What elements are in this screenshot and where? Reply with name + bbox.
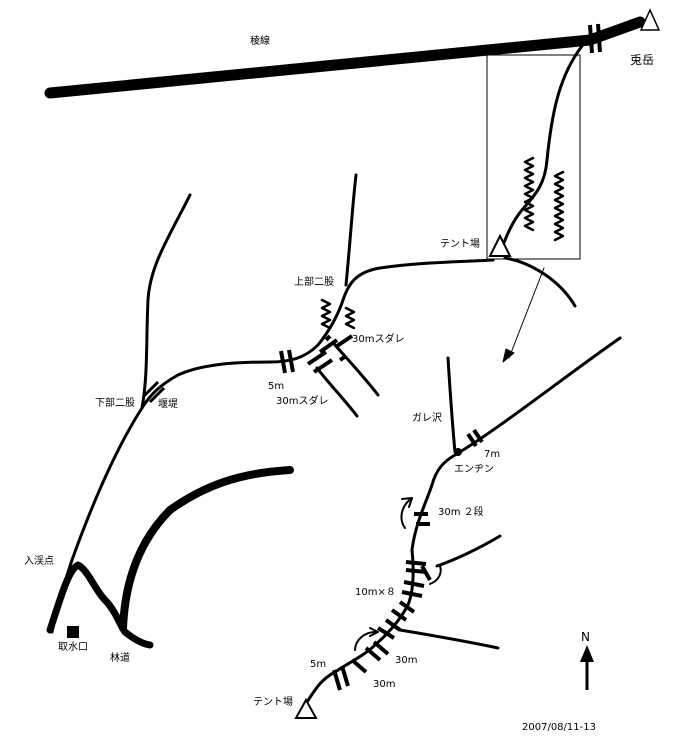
stream-inset-branch-2 bbox=[398, 628, 500, 650]
stream-upper-to-peak bbox=[498, 44, 584, 254]
label-weir: 堰堤 bbox=[158, 399, 178, 410]
label-peak: 兎岳 bbox=[630, 53, 655, 67]
label-waterfall-30m-b: 30m bbox=[373, 679, 396, 690]
label-waterfall-5m-upper: 5m bbox=[268, 381, 285, 392]
label-ridge: 稜線 bbox=[250, 36, 270, 47]
zigzag-left bbox=[523, 156, 535, 232]
tent-site-upper-icon bbox=[488, 233, 512, 257]
sudare-30m-marks bbox=[306, 334, 354, 374]
weir-mark bbox=[142, 380, 166, 404]
label-waterfall-30m-a: 30m bbox=[395, 655, 418, 666]
water-intake-icon bbox=[67, 626, 79, 638]
waterfall-5m-lower-mark bbox=[332, 665, 350, 691]
label-north: N bbox=[581, 630, 590, 644]
waterfall-30m-2dan-mark bbox=[414, 512, 430, 526]
stream-inset-branch-1 bbox=[435, 534, 502, 568]
stream-sudare-b bbox=[315, 366, 359, 418]
ridge-junction-mark bbox=[588, 23, 602, 54]
route-arrow-1 bbox=[400, 497, 413, 529]
route-arrow-3-head bbox=[369, 627, 379, 637]
waterfall-7m-mark bbox=[466, 428, 484, 448]
label-sudare-30m-lower: 30mスダレ bbox=[276, 396, 329, 407]
label-water-intake: 取水口 bbox=[58, 642, 88, 653]
label-gare-sawa: ガレ沢 bbox=[412, 413, 442, 424]
zigzag-right bbox=[553, 170, 565, 242]
zigzag-fork-left bbox=[320, 298, 332, 330]
stream-main-upper bbox=[316, 258, 495, 347]
stream-gare-sawa bbox=[446, 356, 457, 454]
waterfall-10m-x8-marks bbox=[376, 560, 432, 640]
route-arrow-3 bbox=[354, 631, 376, 651]
stream-lower-fork-north bbox=[140, 193, 192, 410]
north-arrow-icon bbox=[580, 645, 594, 690]
label-date: 2007/08/11-13 bbox=[522, 722, 596, 733]
label-tent-site-lower: テント場 bbox=[253, 697, 293, 708]
zigzag-fork-right bbox=[344, 306, 356, 330]
label-entry-point: 入渓点 bbox=[24, 556, 54, 567]
label-upper-fork: 上部二股 bbox=[294, 277, 334, 288]
stream-sudare-a bbox=[333, 343, 380, 397]
peak-triangle-icon bbox=[639, 8, 661, 31]
label-waterfall-30m-2dan: 30m ２段 bbox=[438, 507, 484, 518]
stream-upper-fork-north bbox=[344, 173, 358, 287]
label-waterfall-7m: 7m bbox=[484, 449, 501, 460]
tent-site-lower-icon bbox=[294, 697, 318, 719]
ridge-line bbox=[44, 16, 646, 99]
stream-inset-main bbox=[303, 336, 622, 707]
inset-pointer-head bbox=[502, 348, 515, 363]
label-sudare-30m-upper: 30mスダレ bbox=[352, 334, 405, 345]
engine-marker-icon bbox=[454, 448, 462, 456]
waterfall-30m-marks bbox=[350, 640, 390, 674]
label-lower-fork: 下部二股 bbox=[95, 398, 135, 409]
stream-middle bbox=[140, 343, 320, 410]
stream-upper-branch bbox=[503, 256, 577, 308]
label-tent-site-upper: テント場 bbox=[440, 239, 480, 250]
route-arrow-1-head bbox=[401, 497, 413, 508]
label-waterfall-10m-x8: 10m×８ bbox=[355, 587, 396, 598]
label-engine: エンヂン bbox=[454, 464, 494, 475]
label-waterfall-5m-lower: 5m bbox=[310, 659, 327, 670]
inset-pointer bbox=[508, 267, 545, 359]
forest-road-upper bbox=[119, 466, 294, 632]
detail-inset-frame bbox=[486, 54, 581, 260]
route-arrow-2 bbox=[429, 565, 442, 585]
label-forest-road: 林道 bbox=[110, 653, 130, 664]
waterfall-5m-upper-mark bbox=[279, 349, 295, 374]
forest-road bbox=[46, 561, 154, 649]
